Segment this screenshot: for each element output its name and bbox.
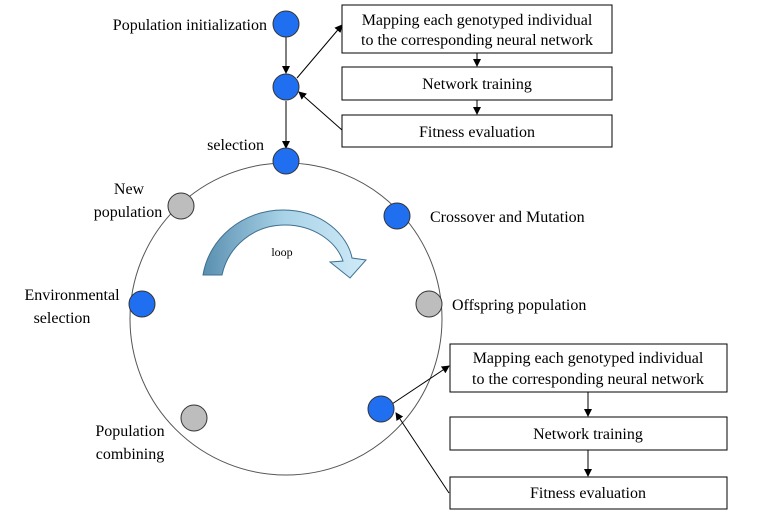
node-population-combining — [180, 404, 208, 432]
node-selection — [272, 147, 300, 175]
bottom-fitness-to-node-arrow — [395, 412, 450, 494]
top-mapping-line2: to the corresponding neural network — [361, 32, 593, 49]
top-training-box — [341, 66, 613, 101]
loop-label: loop — [271, 245, 292, 259]
bottom-fitness-box — [449, 476, 728, 510]
top-training-text: Network training — [422, 76, 532, 93]
node-to-top-mapping-arrow — [296, 24, 343, 79]
label-new-population-line1: New — [114, 181, 145, 198]
label-population-initialization: Population initialization — [113, 17, 267, 34]
node-bottom-evaluation — [367, 395, 395, 423]
label-new-population-line2: population — [94, 204, 162, 221]
bottom-fitness-text: Fitness evaluation — [530, 485, 646, 502]
node-offspring-population — [415, 290, 443, 318]
node-new-population — [167, 192, 195, 220]
label-selection: selection — [207, 137, 264, 154]
top-mapping-box — [341, 4, 613, 54]
top-mapping-line1: Mapping each genotyped individual — [362, 12, 593, 29]
node-population-initialization — [272, 10, 300, 38]
top-fitness-to-node-arrow — [298, 91, 343, 131]
label-environmental-selection-line2: selection — [34, 310, 91, 327]
label-population-combining-line2: combining — [96, 446, 164, 463]
top-fitness-box — [341, 114, 613, 148]
node-to-bottom-mapping-arrow — [391, 365, 450, 405]
bottom-mapping-box — [449, 343, 728, 393]
loop-arrow — [202, 209, 367, 279]
bottom-mapping-line1: Mapping each genotyped individual — [473, 350, 704, 367]
bottom-mapping-line2: to the corresponding neural network — [472, 371, 704, 388]
label-crossover-mutation: Crossover and Mutation — [430, 209, 585, 226]
label-environmental-selection-line1: Environmental — [24, 287, 120, 304]
label-population-combining-line1: Population — [95, 423, 164, 440]
node-environmental-selection — [128, 290, 156, 318]
top-fitness-text: Fitness evaluation — [419, 124, 535, 141]
bottom-training-text: Network training — [533, 426, 643, 443]
node-crossover-mutation — [383, 202, 411, 230]
node-mapping-top — [272, 73, 300, 101]
label-offspring-population: Offspring population — [452, 297, 586, 314]
